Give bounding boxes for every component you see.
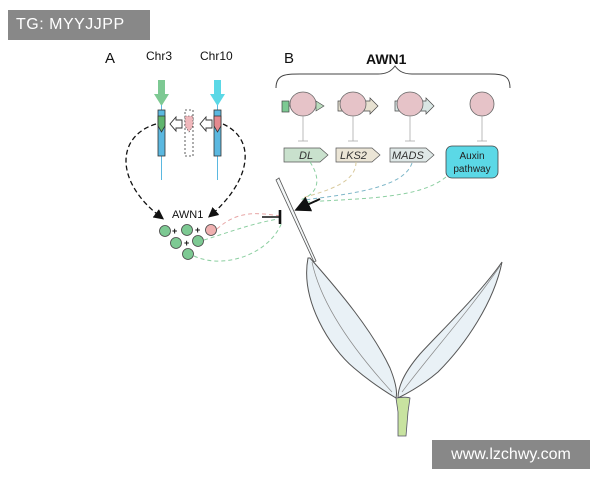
ancestral-chromosome [184, 109, 194, 157]
svg-text:pathway: pathway [453, 164, 490, 175]
svg-text:+: + [184, 238, 189, 248]
watermark-top: TG: MYYJJPP [8, 10, 150, 40]
hollow-arrow-right [199, 115, 213, 133]
inhibition-lines [298, 116, 487, 142]
inhibition-symbol [262, 210, 282, 224]
dashed-line-green-1 [203, 218, 279, 241]
dashed-line-green-2 [193, 221, 283, 262]
svg-text:MADS: MADS [392, 150, 424, 162]
protein-lks2 [337, 91, 379, 117]
watermark-bottom: www.lzchwy.com [432, 440, 590, 469]
svg-text:LKS2: LKS2 [340, 150, 367, 162]
dashed-arrow-chr3 [125, 123, 165, 220]
awn-arrow [294, 196, 321, 212]
target-mads: MADS [389, 147, 435, 163]
chr10-label: Chr10 [200, 49, 233, 63]
dashed-arrow-chr10 [208, 123, 246, 218]
protein-auxin [469, 91, 495, 117]
chr3-label: Chr3 [146, 49, 172, 63]
dashed-line-lks2 [301, 161, 357, 199]
dashed-line-auxin [305, 176, 447, 203]
hollow-arrow-left [169, 115, 183, 133]
svg-text:Auxin: Auxin [459, 151, 484, 162]
target-dl: DL [283, 147, 329, 163]
brace [275, 65, 511, 89]
panel-b-label: B [284, 50, 294, 67]
chr10-arrow [210, 80, 225, 106]
svg-text:DL: DL [299, 150, 313, 162]
protein-mads [394, 91, 435, 117]
target-auxin-pathway: Auxin pathway [445, 145, 499, 179]
protein-dl [281, 91, 325, 117]
target-lks2: LKS2 [335, 147, 381, 163]
awn1-gene-label: AWN1 [172, 209, 203, 221]
chr3-chromosome [157, 105, 166, 180]
dashed-line-pink [216, 213, 283, 230]
panel-a-label: A [105, 50, 115, 67]
protein-complex: + + + [159, 224, 217, 260]
svg-text:+: + [172, 226, 177, 236]
panel-b-title: AWN1 [366, 51, 407, 67]
chr3-arrow [154, 80, 169, 106]
chr10-chromosome [213, 105, 222, 180]
dashed-line-mads [303, 162, 413, 201]
svg-text:+: + [195, 225, 200, 235]
rice-spikelet [275, 177, 503, 437]
